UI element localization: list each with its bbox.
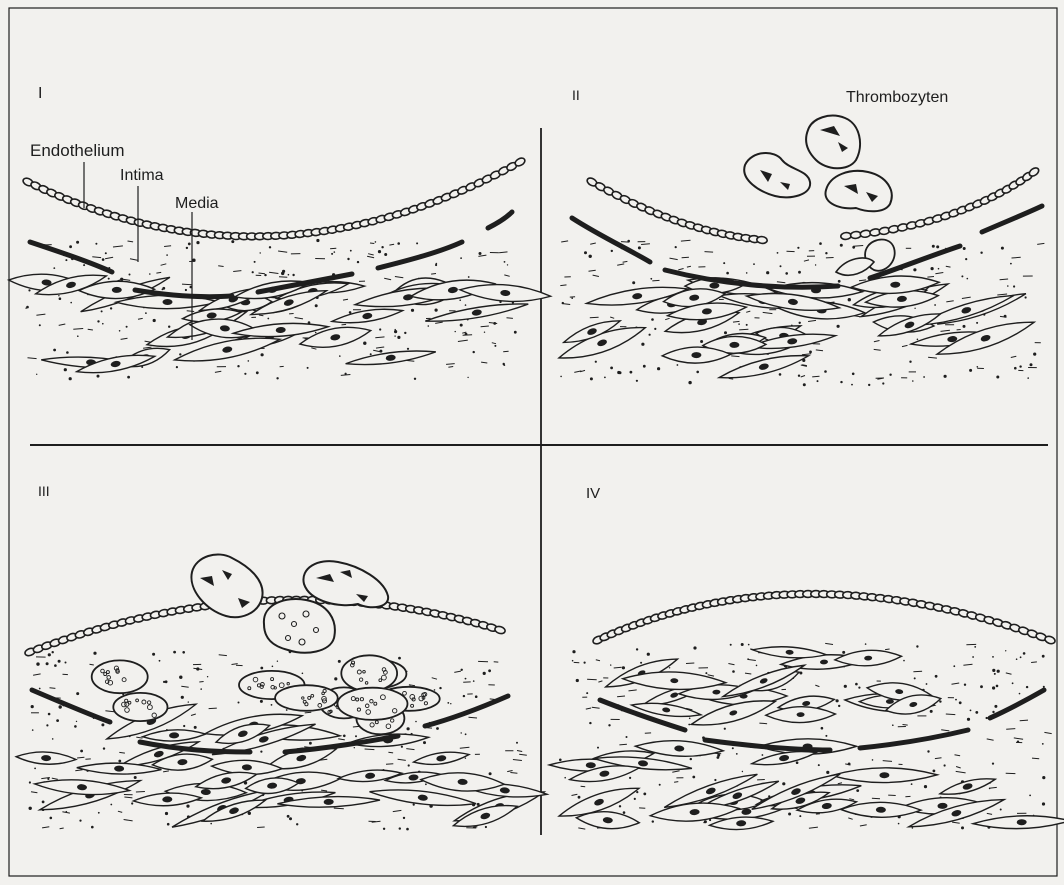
panel-1-numeral: I — [38, 85, 42, 102]
panel-3-numeral: III — [38, 483, 50, 499]
endothelium-label: Endothelium — [30, 141, 125, 160]
intima-label: Intima — [120, 167, 164, 184]
panel-2-numeral: II — [572, 87, 580, 103]
thrombocytes-label: Thrombozyten — [846, 89, 948, 106]
media-label: Media — [175, 195, 219, 212]
panel-4-numeral: IV — [586, 485, 600, 502]
